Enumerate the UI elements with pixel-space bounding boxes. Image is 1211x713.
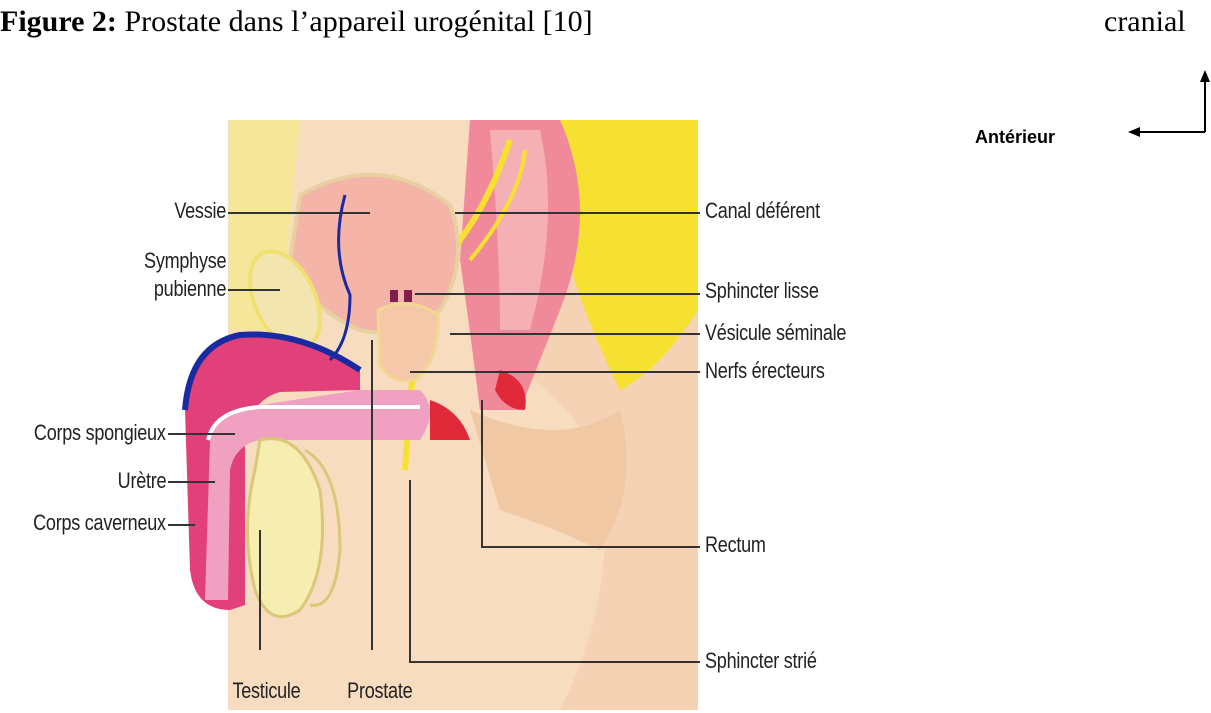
label-sphincter-strie: Sphincter strié xyxy=(705,648,817,674)
label-vessie: Vessie xyxy=(174,198,226,224)
figure-number: Figure 2: xyxy=(0,5,117,38)
label-nerfs-erecteurs: Nerfs érecteurs xyxy=(705,358,825,384)
label-symphyse: Symphyse xyxy=(144,248,226,274)
orientation-axes xyxy=(1110,70,1211,160)
smooth-sphincter-left xyxy=(390,290,398,302)
label-prostate: Prostate xyxy=(347,678,412,704)
anterior-label: Antérieur xyxy=(975,127,1055,148)
smooth-sphincter-right xyxy=(404,290,412,302)
figure-caption: Figure 2: Prostate dans l’appareil urogé… xyxy=(0,4,593,40)
label-corps-spongieux: Corps spongieux xyxy=(34,420,166,446)
cranial-arrowhead xyxy=(1200,70,1210,82)
label-pubienne: pubienne xyxy=(154,276,226,302)
label-testicule: Testicule xyxy=(232,678,300,704)
label-canal-deferent: Canal déférent xyxy=(705,198,820,224)
label-rectum: Rectum xyxy=(705,532,766,558)
label-vesicule-seminale: Vésicule séminale xyxy=(705,320,846,346)
label-corps-caverneux: Corps caverneux xyxy=(33,510,166,536)
anterior-arrowhead xyxy=(1128,127,1140,137)
label-sphincter-lisse: Sphincter lisse xyxy=(705,278,819,304)
cranial-label: cranial xyxy=(1104,4,1186,40)
figure-title: Prostate dans l’appareil urogénital [10] xyxy=(117,5,593,38)
label-uretre: Urètre xyxy=(117,468,166,494)
